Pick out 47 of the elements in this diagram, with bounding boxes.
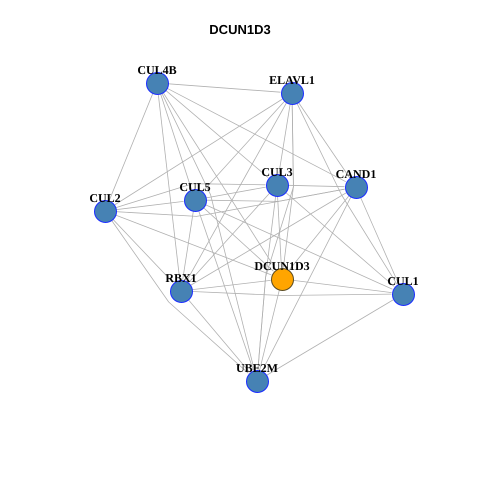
edge-line <box>182 211 194 280</box>
edge-line <box>206 188 346 202</box>
edge-line <box>114 98 283 206</box>
edge-line <box>192 291 392 296</box>
gene-label: CUL2 <box>89 192 121 204</box>
edge-line <box>112 218 174 284</box>
edge-line <box>158 94 180 280</box>
edge-line <box>277 196 282 268</box>
gene-label: CUL3 <box>261 166 293 178</box>
edge-line <box>206 186 266 198</box>
gene-label: ELAVL1 <box>269 74 315 86</box>
gene-label: UBE2M <box>236 362 278 374</box>
edge-line <box>116 183 266 208</box>
diagram-title: DCUN1D3 <box>209 22 271 37</box>
edge-line <box>186 102 287 282</box>
edge-line <box>168 83 281 93</box>
edge-line <box>162 93 255 370</box>
gene-label: DCUN1D3 <box>254 260 310 272</box>
edge-line <box>278 104 290 174</box>
edge-line <box>115 214 272 276</box>
gene-label: CUL5 <box>179 180 211 194</box>
gene-label: CUL1 <box>387 274 419 288</box>
edge-line <box>188 193 270 283</box>
edge-line <box>266 300 394 376</box>
gene-label: CUL4B <box>137 64 177 76</box>
edge-line <box>188 299 250 373</box>
edge-line <box>190 192 346 286</box>
edge-line <box>298 102 350 178</box>
edge-line <box>192 280 271 290</box>
edge-line <box>296 102 398 285</box>
edge-line <box>111 220 249 374</box>
edge-line <box>259 290 280 370</box>
gene-label: CAND1 <box>336 168 376 180</box>
edge-line <box>202 101 285 192</box>
edge-line <box>285 192 395 287</box>
gene-label: RBX1 <box>165 272 197 284</box>
edge-line <box>116 201 184 210</box>
edge-line <box>288 196 350 270</box>
edge-line <box>205 204 393 290</box>
edge-line <box>293 280 392 293</box>
edge-line <box>166 88 346 182</box>
edge-line <box>288 184 345 188</box>
edge-line <box>198 210 254 370</box>
edge-line <box>165 90 269 178</box>
edge-line <box>162 92 276 270</box>
edge-line <box>108 93 154 201</box>
edge-line <box>203 207 274 272</box>
